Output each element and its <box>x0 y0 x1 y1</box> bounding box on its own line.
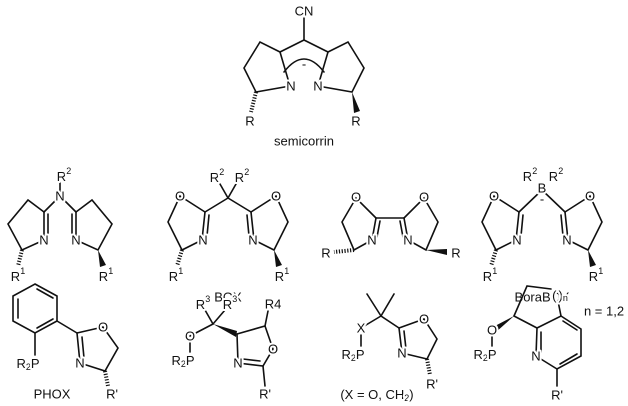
pyridine-phosphinite-structure: ()n n = 1,2 O R2P N R' <box>471 285 626 405</box>
nitrogen-label: N <box>313 79 322 94</box>
aza-semicorrin-structure: R2 N N N R1 R1 <box>7 164 115 286</box>
oxygen-label: O <box>419 190 429 205</box>
r3-label: R3 <box>196 294 210 312</box>
r-prime-label: R' <box>259 387 271 402</box>
nitrogen-label: N <box>71 233 80 248</box>
oxygen-label: O <box>585 189 595 204</box>
box-caption: BOX <box>214 290 242 305</box>
nitrogen-label: N <box>531 349 540 364</box>
r2-label: R2 <box>523 166 537 184</box>
nitrogen-label: N <box>39 233 48 248</box>
oxygen-label: O <box>268 342 278 357</box>
nitrile-label: CN <box>295 4 314 19</box>
oxygen-label: O <box>98 320 108 335</box>
nitrogen-label: N <box>233 356 242 371</box>
phosphine-label: R2P <box>16 356 39 373</box>
substituent-r: R <box>451 246 460 261</box>
r-prime-label: R' <box>551 388 563 403</box>
phox-caption: PHOX <box>34 387 71 402</box>
x-definition-caption: (X = O, CH2) <box>340 387 413 404</box>
x-label: X <box>357 321 366 336</box>
phosphine-label: R2P <box>341 347 364 364</box>
nitrogen-label: N <box>562 233 571 248</box>
phosphine-label: R2P <box>473 347 496 364</box>
r1-label: R1 <box>169 266 183 284</box>
substituent-r: R <box>321 246 330 261</box>
borate-minus: - <box>540 192 544 207</box>
nitrogen-label: N <box>248 233 257 248</box>
nitrogen-label: N <box>403 233 412 248</box>
n-definition: n = 1,2 <box>584 304 624 319</box>
r4-label: R4 <box>265 297 282 312</box>
oxygen-label: O <box>185 329 195 344</box>
substituent-r: R <box>245 114 254 129</box>
ring-size-bracket: ()n <box>552 288 568 304</box>
r-prime-label: R' <box>106 387 118 402</box>
anion-minus: - <box>302 57 306 72</box>
r1-label: R1 <box>99 266 113 284</box>
semicorrin-structure: CN - N N R R semicorrin <box>243 2 365 151</box>
oxygen-label: O <box>489 189 499 204</box>
r3-label: R3 <box>223 294 237 312</box>
oxygen-label: O <box>351 190 361 205</box>
nitrogen-label: N <box>367 233 376 248</box>
r1-label: R1 <box>275 266 289 284</box>
r1-label: R1 <box>483 266 497 284</box>
r1-label: R1 <box>589 266 603 284</box>
box-structure: R2 R2 O O N N R1 R1 BOX <box>167 165 291 307</box>
substituent-r: R <box>351 114 360 129</box>
boron-label: B <box>538 181 547 196</box>
nitrogen-label: N <box>198 233 207 248</box>
r2-label: R2 <box>210 167 224 185</box>
oxygen-label: O <box>419 312 429 327</box>
phox-structure: R2P O N R' PHOX <box>12 283 120 404</box>
nitrogen-label: N <box>75 356 84 371</box>
borabox-caption: BoraBOX <box>515 290 570 305</box>
borabox-structure: R2 R2 B - O O N N R1 R1 BoraBOX <box>481 164 605 307</box>
r2-label: R2 <box>235 167 249 185</box>
phosphine-label: R2P <box>171 353 194 370</box>
oxygen-label: O <box>271 189 281 204</box>
nitrogen-label: N <box>286 79 295 94</box>
nitrogen-label: N <box>397 346 406 361</box>
r1-label: R1 <box>11 266 25 284</box>
nitrogen-label: N <box>55 189 64 204</box>
oxygen-label: O <box>487 323 497 338</box>
r-prime-label: R' <box>426 377 438 392</box>
x-linked-oxazoline-structure: X R2P O N R' (X = O, CH2) <box>338 293 440 405</box>
oxygen-label: O <box>175 189 185 204</box>
bioxazoline-structure: O O N N R R <box>319 188 462 263</box>
semicorrin-caption: semicorrin <box>274 134 334 149</box>
phosphinite-oxazoline-structure: R3 R3 R4 O R2P O N R' <box>169 292 283 404</box>
r2-label: R2 <box>57 166 71 184</box>
r2-label: R2 <box>549 166 563 184</box>
nitrogen-label: N <box>512 233 521 248</box>
